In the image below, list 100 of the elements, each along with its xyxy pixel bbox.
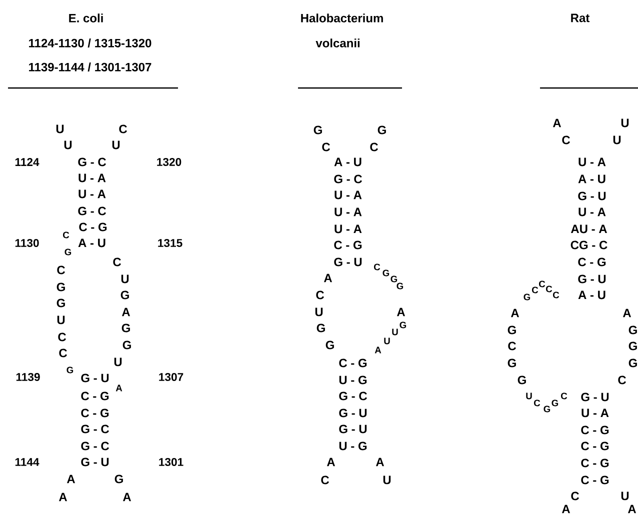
nucleotide: C [59, 348, 68, 358]
nucleotide: G [316, 324, 325, 332]
nucleotide: C [58, 332, 66, 342]
base-pair: G - U [578, 192, 606, 200]
nucleotide: C [316, 290, 324, 300]
nucleotide: G [382, 270, 390, 276]
nucleotide: U [112, 140, 120, 150]
position-number: 1315 [158, 238, 182, 247]
nucleotide: C [571, 492, 580, 500]
base-pair: G - U [81, 458, 109, 466]
nucleotide: U [613, 136, 621, 144]
nucleotide: G [518, 376, 526, 384]
base-pair: G - C [78, 206, 106, 216]
nucleotide: U [383, 476, 391, 484]
base-pair: C - G [81, 392, 109, 400]
position-number: 1124 [15, 158, 40, 166]
nucleotide: C [562, 136, 570, 144]
nucleotide: A [510, 308, 520, 318]
base-pair: A - U [78, 238, 106, 248]
base-pair: C - G [81, 408, 109, 418]
base-pair: G - U [581, 392, 609, 402]
base-pair: U - G [339, 376, 367, 384]
nucleotide: U [121, 274, 129, 284]
nucleotide: C [546, 286, 552, 292]
base-pair: U - A [78, 190, 106, 198]
nucleotide: A [326, 458, 336, 466]
nucleotide: G [628, 358, 637, 368]
position-number: 1301 [159, 458, 184, 466]
nucleotide: A [396, 308, 406, 316]
base-pair: AU - A [570, 224, 607, 234]
nucleotide: C [370, 142, 378, 152]
base-pair: G - C [81, 424, 109, 434]
nucleotide: G [56, 298, 65, 308]
nucleotide: A [122, 308, 130, 316]
nucleotide: G [524, 294, 530, 300]
base-pair: U - A [334, 190, 362, 200]
nucleotide: C [57, 266, 66, 274]
nucleotide: A [628, 504, 636, 514]
nucleotide: A [66, 474, 76, 484]
nucleotide: G [64, 248, 72, 256]
nucleotide: G [122, 340, 131, 350]
nucleotide: C [553, 292, 560, 298]
base-pair: C - G [581, 476, 609, 484]
nucleotide: G [396, 282, 404, 290]
nucleotide: U [621, 118, 629, 128]
nucleotide: A [122, 492, 132, 502]
nucleotide: G [326, 340, 334, 350]
base-pair: U - A [582, 408, 609, 418]
base-pair: U - A [578, 208, 606, 216]
nucleotide: C [534, 400, 540, 406]
nucleotide: U [392, 328, 398, 336]
base-pair: C - G [578, 258, 606, 266]
nucleotide: C [374, 264, 380, 270]
nucleotide: G [66, 366, 74, 374]
nucleotide: A [116, 384, 122, 392]
base-pair: U - A [578, 158, 606, 166]
nucleotide: G [378, 126, 386, 134]
base-pair: G - U [334, 258, 362, 266]
nucleotide: C [561, 392, 568, 400]
nucleotide: A [552, 118, 562, 128]
nucleotide: C [63, 232, 70, 238]
column-heading: volcanii [316, 38, 360, 48]
base-pair: C - G [581, 458, 609, 468]
position-number: 1307 [159, 372, 184, 381]
base-pair: G - U [339, 408, 367, 418]
nucleotide: G [390, 276, 398, 282]
nucleotide: U [56, 124, 64, 134]
nucleotide: G [628, 342, 637, 350]
base-pair: A - U [578, 174, 606, 184]
nucleotide: U [621, 492, 629, 500]
base-pair: C - G [79, 222, 107, 232]
base-pair: U - G [339, 442, 367, 450]
base-pair: G - U [81, 374, 109, 382]
nucleotide: C [322, 142, 330, 152]
column-heading: 1124-1130 / 1315-1320 [29, 38, 152, 48]
base-pair: C - G [339, 358, 367, 368]
base-pair: C - G [334, 240, 362, 250]
column-heading: Rat [571, 14, 590, 22]
nucleotide: U [114, 358, 122, 366]
nucleotide: G [508, 358, 516, 368]
nucleotide: G [628, 326, 637, 334]
base-pair: G - C [334, 174, 362, 184]
nucleotide: U [526, 392, 532, 400]
base-pair: CG - C [570, 240, 608, 250]
base-pair: A - U [334, 158, 362, 166]
nucleotide: G [114, 474, 123, 484]
nucleotide: G [552, 400, 558, 406]
nucleotide: U [384, 338, 390, 344]
base-pair: A - U [578, 290, 606, 300]
base-pair: G - C [78, 158, 106, 166]
nucleotide: U [315, 308, 323, 316]
base-pair: G - C [339, 392, 367, 400]
nucleotide: G [122, 324, 130, 332]
nucleotide: C [618, 376, 626, 384]
nucleotide: G [314, 126, 322, 134]
nucleotide: C [321, 476, 330, 484]
base-pair: C - G [581, 426, 609, 434]
base-pair: G - U [578, 274, 606, 284]
nucleotide: G [544, 406, 550, 412]
nucleotide: U [57, 316, 65, 324]
